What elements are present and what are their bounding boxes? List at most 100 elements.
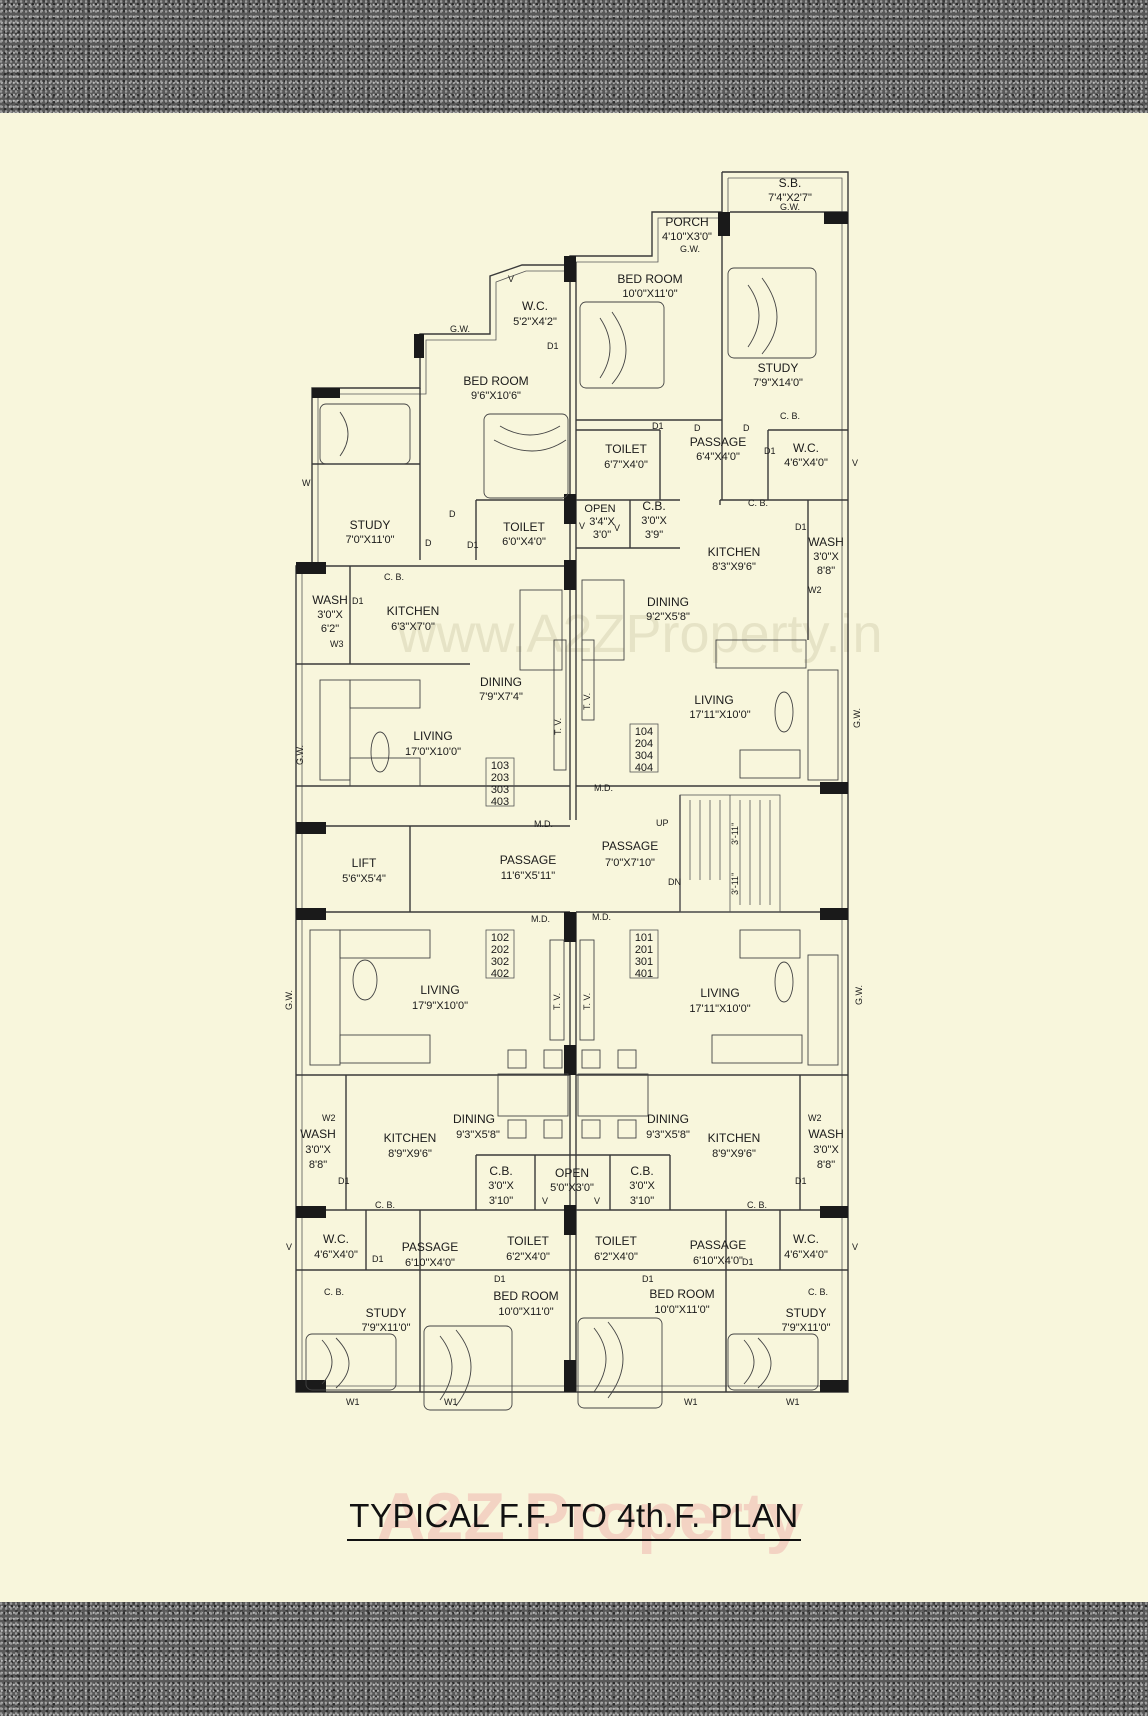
svg-text:T. V.: T. V. — [582, 693, 592, 710]
svg-text:V: V — [614, 523, 620, 533]
svg-text:6'10"X4'0": 6'10"X4'0" — [693, 1255, 743, 1267]
svg-text:5'2"X4'2": 5'2"X4'2" — [513, 316, 557, 328]
svg-text:S.B.: S.B. — [779, 176, 802, 190]
svg-text:KITCHEN: KITCHEN — [384, 1131, 437, 1145]
svg-text:TOILET: TOILET — [605, 442, 647, 456]
svg-text:PASSAGE: PASSAGE — [690, 435, 746, 449]
svg-text:8'9"X9'6": 8'9"X9'6" — [388, 1148, 432, 1160]
svg-text:OPEN: OPEN — [555, 1166, 589, 1180]
svg-text:G.W.: G.W. — [680, 244, 700, 254]
svg-text:3'0"X: 3'0"X — [813, 551, 839, 563]
svg-text:304: 304 — [635, 750, 653, 762]
svg-text:PORCH: PORCH — [665, 215, 708, 229]
svg-text:104: 104 — [635, 726, 653, 738]
svg-text:OPEN: OPEN — [584, 503, 615, 515]
svg-text:4'6"X4'0": 4'6"X4'0" — [314, 1249, 358, 1261]
svg-text:17'11"X10'0": 17'11"X10'0" — [689, 709, 750, 721]
svg-text:KITCHEN: KITCHEN — [708, 1131, 761, 1145]
svg-text:D1: D1 — [742, 1257, 754, 1267]
svg-text:M.D.: M.D. — [592, 912, 611, 922]
svg-text:D1: D1 — [547, 341, 559, 351]
svg-text:D1: D1 — [795, 522, 807, 532]
svg-text:7'9"X7'4": 7'9"X7'4" — [479, 691, 523, 703]
svg-text:STUDY: STUDY — [350, 518, 391, 532]
svg-text:3'-11": 3'-11" — [730, 823, 740, 845]
svg-text:W2: W2 — [808, 585, 822, 595]
svg-text:LIVING: LIVING — [413, 729, 452, 743]
svg-text:202: 202 — [491, 944, 509, 956]
svg-text:10'0"X11'0": 10'0"X11'0" — [622, 288, 677, 300]
svg-text:C. B.: C. B. — [324, 1287, 344, 1297]
svg-text:DINING: DINING — [647, 1112, 689, 1126]
svg-text:5'6"X5'4": 5'6"X5'4" — [342, 873, 386, 885]
unit-number-block-bottom-right: 101 201 301 401 — [629, 929, 659, 980]
svg-text:DN: DN — [668, 877, 681, 887]
svg-text:BED ROOM: BED ROOM — [649, 1287, 714, 1301]
svg-text:203: 203 — [491, 772, 509, 784]
svg-text:STUDY: STUDY — [366, 1306, 407, 1320]
svg-text:T. V.: T. V. — [552, 993, 562, 1010]
svg-text:W3: W3 — [330, 639, 344, 649]
svg-text:WASH: WASH — [300, 1127, 336, 1141]
svg-text:8'8": 8'8" — [817, 1159, 835, 1171]
svg-text:V: V — [594, 1196, 600, 1206]
svg-text:BED ROOM: BED ROOM — [463, 374, 528, 388]
svg-text:6'2"X4'0": 6'2"X4'0" — [506, 1251, 550, 1263]
svg-text:3'0"X: 3'0"X — [317, 609, 343, 621]
svg-text:W1: W1 — [684, 1397, 698, 1407]
svg-text:404: 404 — [635, 762, 653, 774]
svg-text:D: D — [743, 423, 750, 433]
svg-text:6'3"X7'0": 6'3"X7'0" — [391, 621, 435, 633]
svg-text:7'9"X14'0": 7'9"X14'0" — [753, 377, 803, 389]
svg-text:C. B.: C. B. — [808, 1287, 828, 1297]
svg-text:PASSAGE: PASSAGE — [500, 853, 556, 867]
svg-text:W.C.: W.C. — [323, 1232, 349, 1246]
svg-text:3'0"X: 3'0"X — [488, 1180, 514, 1192]
svg-text:17'9"X10'0": 17'9"X10'0" — [412, 1000, 468, 1012]
unit-number-block-bottom-left: 102 202 302 402 — [485, 929, 515, 980]
svg-text:7'0"X7'10": 7'0"X7'10" — [605, 857, 655, 869]
svg-text:PASSAGE: PASSAGE — [690, 1238, 746, 1252]
outer-walls — [295, 171, 849, 1393]
room-labels: S.B. 7'4"X2'7" G.W. PORCH 4'10"X3'0" G.W… — [300, 176, 844, 1334]
svg-text:D1: D1 — [494, 1274, 506, 1284]
svg-text:G.W.: G.W. — [780, 202, 800, 212]
svg-text:8'8": 8'8" — [817, 565, 835, 577]
svg-text:UP: UP — [656, 818, 669, 828]
svg-text:D: D — [449, 509, 456, 519]
svg-text:TOILET: TOILET — [503, 520, 545, 534]
svg-text:TOILET: TOILET — [507, 1234, 549, 1248]
svg-text:D: D — [694, 423, 701, 433]
svg-text:301: 301 — [635, 956, 653, 968]
svg-text:3'-11": 3'-11" — [730, 873, 740, 895]
svg-text:D1: D1 — [338, 1176, 350, 1186]
svg-text:9'3"X5'8": 9'3"X5'8" — [646, 1129, 690, 1141]
svg-text:402: 402 — [491, 968, 509, 980]
bed-furniture — [305, 267, 819, 1411]
svg-text:5'0"X3'0": 5'0"X3'0" — [550, 1182, 594, 1194]
svg-text:3'4"X: 3'4"X — [589, 516, 615, 528]
svg-text:D1: D1 — [642, 1274, 654, 1284]
svg-text:3'10": 3'10" — [489, 1195, 513, 1207]
svg-text:W: W — [302, 478, 311, 488]
svg-text:9'6"X10'6": 9'6"X10'6" — [471, 390, 521, 402]
svg-text:LIFT: LIFT — [352, 856, 377, 870]
svg-text:G.W.: G.W. — [854, 985, 864, 1005]
svg-text:11'6"X5'11": 11'6"X5'11" — [501, 870, 556, 882]
svg-text:C. B.: C. B. — [375, 1200, 395, 1210]
svg-text:V: V — [286, 1242, 292, 1252]
svg-text:9'2"X5'8": 9'2"X5'8" — [646, 611, 690, 623]
svg-text:D1: D1 — [352, 596, 364, 606]
svg-text:C.B.: C.B. — [489, 1164, 512, 1178]
svg-text:KITCHEN: KITCHEN — [387, 604, 440, 618]
svg-text:7'9"X11'0": 7'9"X11'0" — [361, 1322, 410, 1334]
svg-text:D1: D1 — [372, 1254, 384, 1264]
svg-text:6'7"X4'0": 6'7"X4'0" — [604, 459, 648, 471]
svg-text:W2: W2 — [808, 1113, 822, 1123]
svg-text:V: V — [852, 1242, 858, 1252]
door-window-marks: V D1 D1 D D D1 V W D D D1 V V D1 W2 D1 W… — [284, 274, 864, 1407]
svg-text:C.B.: C.B. — [630, 1164, 653, 1178]
svg-text:4'6"X4'0": 4'6"X4'0" — [784, 457, 828, 469]
svg-text:T. V.: T. V. — [553, 718, 563, 735]
svg-text:17'0"X10'0": 17'0"X10'0" — [405, 746, 461, 758]
